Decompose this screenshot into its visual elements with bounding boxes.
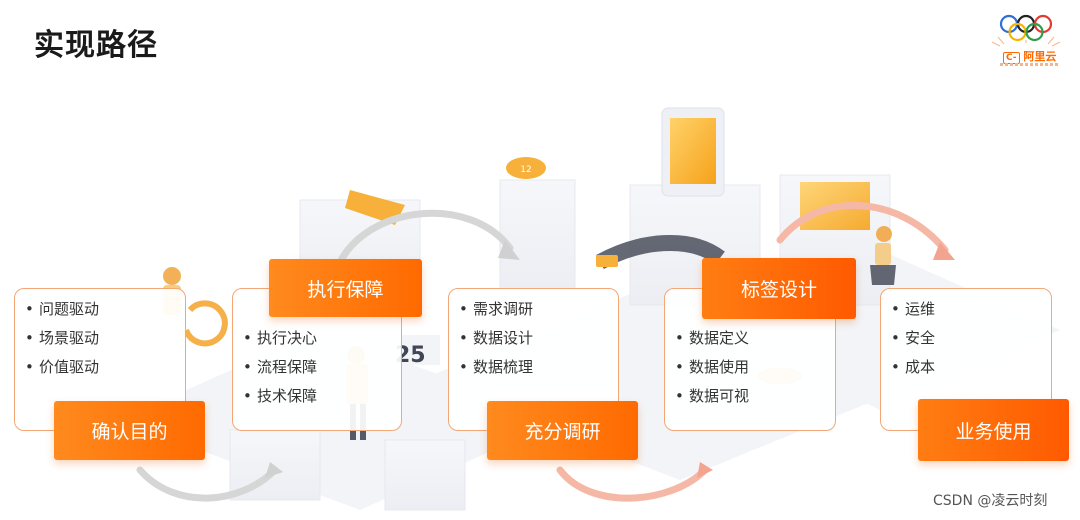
card-step-4: 数据定义 数据使用 数据可视 bbox=[664, 288, 836, 431]
olympic-rings-icon bbox=[991, 14, 1061, 47]
list-item: 成本 bbox=[891, 353, 1051, 382]
badge-number: 12 bbox=[520, 165, 531, 175]
list-item: 数据梳理 bbox=[459, 353, 618, 382]
step-4-items: 数据定义 数据使用 数据可视 bbox=[675, 324, 835, 411]
brand-logo-slogan bbox=[1000, 63, 1058, 66]
tag-step-4: 标签设计 bbox=[702, 258, 856, 319]
list-item: 数据使用 bbox=[675, 353, 835, 382]
list-item: 数据定义 bbox=[675, 324, 835, 353]
list-item: 数据可视 bbox=[675, 382, 835, 411]
list-item: 执行决心 bbox=[243, 324, 401, 353]
step-1-items: 问题驱动 场景驱动 价值驱动 bbox=[25, 295, 185, 382]
tag-step-1: 确认目的 bbox=[54, 401, 205, 460]
tag-step-2: 执行保障 bbox=[269, 259, 422, 317]
list-item: 安全 bbox=[891, 324, 1051, 353]
step-3-items: 需求调研 数据设计 数据梳理 bbox=[459, 295, 618, 382]
list-item: 数据设计 bbox=[459, 324, 618, 353]
tag-step-5: 业务使用 bbox=[918, 399, 1069, 461]
list-item: 需求调研 bbox=[459, 295, 618, 324]
list-item: 问题驱动 bbox=[25, 295, 185, 324]
list-item: 运维 bbox=[891, 295, 1051, 324]
list-item: 流程保障 bbox=[243, 353, 401, 382]
step-2-items: 执行决心 流程保障 技术保障 bbox=[243, 324, 401, 411]
tag-step-3: 充分调研 bbox=[487, 401, 638, 460]
list-item: 技术保障 bbox=[243, 382, 401, 411]
list-item: 价值驱动 bbox=[25, 353, 185, 382]
page-title: 实现路径 bbox=[34, 28, 158, 63]
watermark: CSDN @凌云时刻 bbox=[933, 493, 1048, 509]
brand-logo-text: C- 阿里云 bbox=[1003, 48, 1056, 64]
list-item: 场景驱动 bbox=[25, 324, 185, 353]
step-5-items: 运维 安全 成本 bbox=[891, 295, 1051, 382]
